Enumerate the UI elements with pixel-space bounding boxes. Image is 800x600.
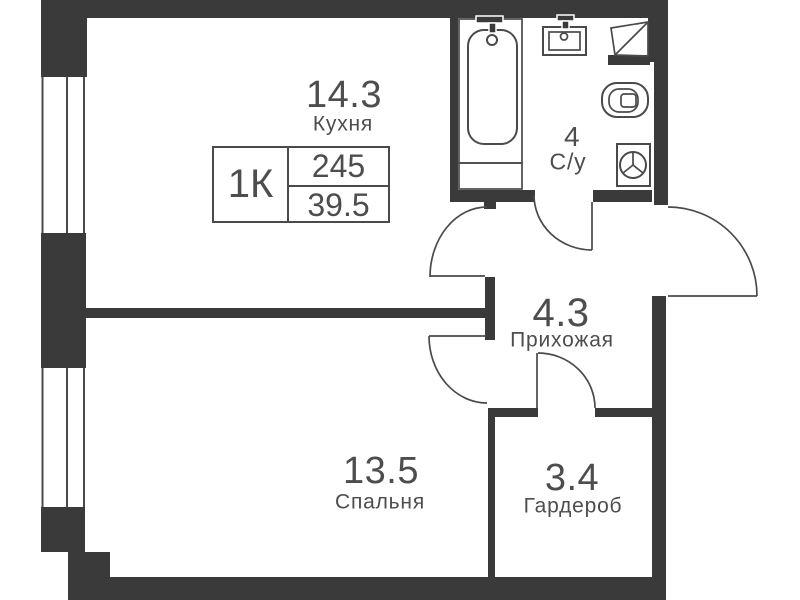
bathroom-area-label: 4 — [563, 121, 581, 152]
bathtub-icon — [458, 18, 523, 190]
unit-values: 245 39.5 — [289, 148, 388, 223]
wall-wardrobe-left — [488, 417, 495, 577]
wall-right-bottom — [652, 296, 666, 600]
bathroom-name-label: С/у — [549, 148, 587, 175]
hallway-name-label: Прихожая — [510, 328, 614, 352]
unit-value-top: 245 — [289, 148, 388, 187]
wall-top — [86, 0, 668, 18]
unit-type-label: 1К — [214, 148, 289, 221]
wall-bottom — [108, 577, 666, 600]
wall-left-low — [41, 507, 85, 552]
wall-right-top — [654, 18, 668, 205]
toilet-icon — [601, 82, 649, 118]
sink-faucet-icon — [556, 14, 575, 30]
bedroom-name-label: Спальня — [335, 490, 425, 514]
wardrobe-door — [536, 352, 596, 409]
bathroom-door — [533, 194, 593, 251]
kitchen-name-label: Кухня — [312, 112, 374, 136]
wall-top-left-block — [41, 0, 87, 77]
ventilation-shaft-icon — [610, 21, 649, 57]
wall-bathroom-bottom-left — [450, 190, 535, 202]
entrance-door — [667, 206, 758, 297]
bedroom-door — [428, 335, 488, 404]
wall-wardrobe-top-right — [595, 408, 652, 417]
wall-corner-shaft — [648, 18, 668, 62]
wall-kitchen-bedroom — [86, 308, 495, 318]
wardrobe-name-label: Гардероб — [523, 494, 623, 518]
kitchen-area-label: 14.3 — [306, 74, 382, 116]
bedroom-area-label: 13.5 — [343, 450, 419, 492]
bath-faucet-icon — [475, 15, 504, 34]
wall-kitchen-bathroom — [450, 18, 458, 202]
wall-kitchen-door-stub — [484, 198, 496, 209]
wall-bathroom-bottom-right — [593, 190, 652, 202]
wall-wardrobe-top-left — [488, 408, 538, 417]
wardrobe-area-label: 3.4 — [544, 457, 600, 499]
window-icon-top — [41, 77, 85, 233]
wall-left-mid — [41, 233, 86, 368]
unit-value-bottom: 39.5 — [307, 187, 370, 223]
kitchen-door — [429, 206, 488, 278]
sink-icon — [542, 26, 587, 56]
hallway-area-label: 4.3 — [532, 291, 590, 335]
wall-bottom-left-step — [68, 552, 110, 600]
window-icon-bottom — [41, 368, 85, 507]
unit-info-card: 1К 245 39.5 — [212, 146, 390, 223]
walls — [41, 0, 668, 600]
washing-machine-icon — [616, 143, 651, 187]
wall-shaft-bottom — [608, 55, 650, 65]
